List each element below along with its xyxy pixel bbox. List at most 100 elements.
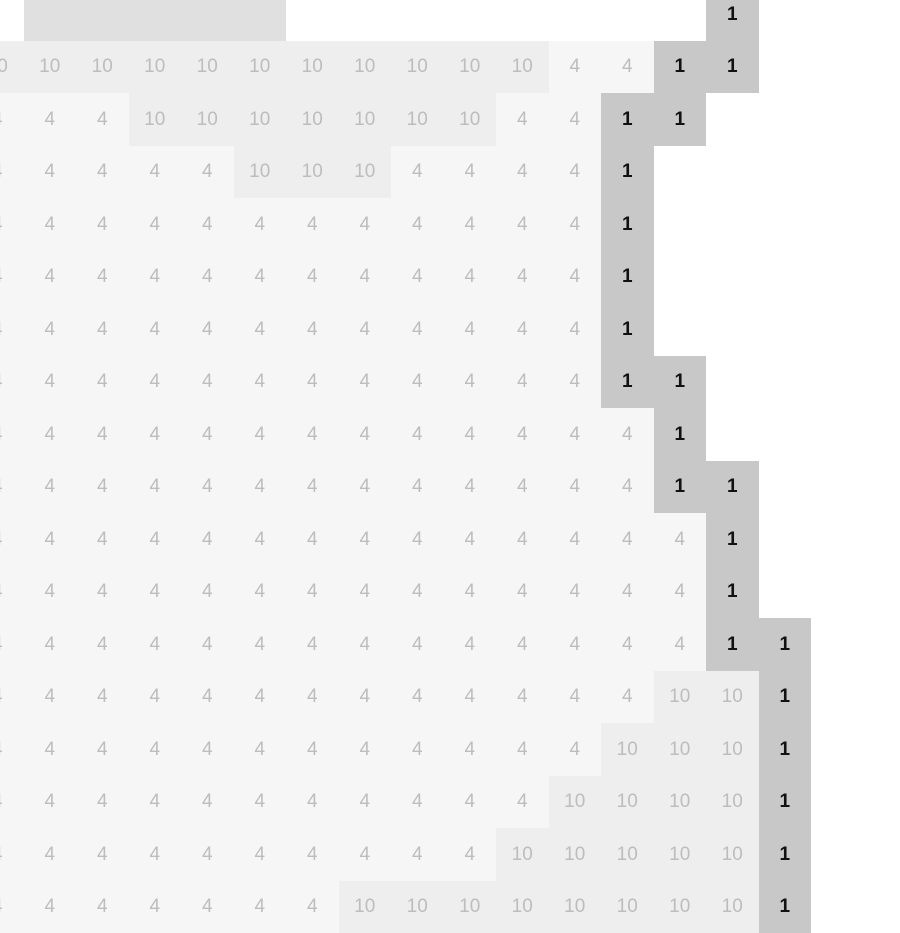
grid-cell: 10 bbox=[444, 41, 497, 94]
grid-cell: 4 bbox=[286, 356, 339, 409]
grid-cell: 4 bbox=[444, 828, 497, 881]
grid-cell: 4 bbox=[129, 513, 182, 566]
grid-cell: 4 bbox=[339, 828, 392, 881]
grid-cell: 4 bbox=[549, 93, 602, 146]
grid-cell: 4 bbox=[496, 671, 549, 724]
grid-cell: 4 bbox=[234, 303, 287, 356]
grid-cell: 1 bbox=[706, 513, 759, 566]
grid-cell: 4 bbox=[0, 671, 24, 724]
grid-cell: 4 bbox=[391, 146, 444, 199]
grid-cell: 4 bbox=[129, 671, 182, 724]
grid-cell: 4 bbox=[129, 303, 182, 356]
grid-cell: 10 bbox=[391, 881, 444, 933]
grid-cell: 10 bbox=[654, 723, 707, 776]
grid-cell: 4 bbox=[286, 198, 339, 251]
grid-cell: 10 bbox=[129, 93, 182, 146]
grid-cell: 1 bbox=[759, 723, 812, 776]
grid-cell: 4 bbox=[24, 881, 77, 933]
grid-cell: 4 bbox=[234, 671, 287, 724]
grid-cell: 1 bbox=[601, 251, 654, 304]
grid-cell: 4 bbox=[234, 618, 287, 671]
grid-cell: 4 bbox=[181, 671, 234, 724]
grid-cell: 4 bbox=[444, 198, 497, 251]
grid-cell: 4 bbox=[601, 618, 654, 671]
grid-cell: 4 bbox=[76, 251, 129, 304]
grid-cell: 4 bbox=[339, 776, 392, 829]
grid-cell: 4 bbox=[76, 776, 129, 829]
grid-cell: 10 bbox=[181, 41, 234, 94]
grid-cell: 4 bbox=[234, 723, 287, 776]
grid-cell: 4 bbox=[286, 881, 339, 933]
grid-cell: 4 bbox=[76, 356, 129, 409]
grid-cell: 4 bbox=[496, 513, 549, 566]
grid-cell: 4 bbox=[286, 303, 339, 356]
grid-cell: 4 bbox=[24, 723, 77, 776]
grid-cell: 4 bbox=[0, 303, 24, 356]
grid-cell: 4 bbox=[0, 461, 24, 514]
grid-cell: 4 bbox=[549, 251, 602, 304]
grid-cell: 4 bbox=[444, 408, 497, 461]
grid-cell: 4 bbox=[496, 461, 549, 514]
grid-cell: 4 bbox=[181, 723, 234, 776]
grid-cell: 4 bbox=[496, 723, 549, 776]
grid-cell: 4 bbox=[339, 303, 392, 356]
grid-cell: 4 bbox=[181, 356, 234, 409]
grid-cell: 4 bbox=[444, 671, 497, 724]
grid-cell: 4 bbox=[549, 408, 602, 461]
grid-cell: 4 bbox=[234, 776, 287, 829]
grid-cell: 4 bbox=[286, 513, 339, 566]
grid-cell: 10 bbox=[181, 93, 234, 146]
grid-cell: 1 bbox=[654, 408, 707, 461]
grid-cell: 4 bbox=[391, 303, 444, 356]
grid-cell: 4 bbox=[129, 776, 182, 829]
grid-cell: 4 bbox=[391, 198, 444, 251]
grid-cell: 4 bbox=[76, 828, 129, 881]
grid-cell: 4 bbox=[549, 356, 602, 409]
grid-cell: 10 bbox=[549, 881, 602, 933]
grid-cell: 4 bbox=[549, 198, 602, 251]
grid-cell: 4 bbox=[601, 408, 654, 461]
grid-cell: 10 bbox=[654, 881, 707, 933]
grid-cell: 4 bbox=[234, 251, 287, 304]
grid-cell: 10 bbox=[339, 146, 392, 199]
grid-cell: 4 bbox=[496, 303, 549, 356]
grid-cell: 4 bbox=[286, 618, 339, 671]
grid-cell: 4 bbox=[24, 776, 77, 829]
grid-cell: 10 bbox=[706, 723, 759, 776]
grid-cell: 4 bbox=[496, 93, 549, 146]
grid-cell: 4 bbox=[391, 566, 444, 619]
grid-cell: 4 bbox=[76, 93, 129, 146]
grid-cell: 4 bbox=[391, 828, 444, 881]
grid-cell: 4 bbox=[549, 566, 602, 619]
grid-cell: 4 bbox=[24, 408, 77, 461]
grid-cell: 4 bbox=[181, 776, 234, 829]
grid-cell: 4 bbox=[654, 566, 707, 619]
grid-cell: 10 bbox=[76, 41, 129, 94]
grid-cell: 10 bbox=[654, 671, 707, 724]
grid-cell: 4 bbox=[24, 146, 77, 199]
grid-cell: 4 bbox=[129, 828, 182, 881]
grid-cell: 1 bbox=[601, 356, 654, 409]
grid-cell: 4 bbox=[654, 618, 707, 671]
grid-cell: 4 bbox=[549, 671, 602, 724]
grid-cell: 10 bbox=[286, 146, 339, 199]
grid-cell: 4 bbox=[0, 566, 24, 619]
grid-cell: 10 bbox=[286, 41, 339, 94]
grid-cell: 4 bbox=[286, 251, 339, 304]
grid-cell: 4 bbox=[601, 566, 654, 619]
grid-cell: 4 bbox=[391, 461, 444, 514]
grid-cell: 4 bbox=[129, 251, 182, 304]
grid-cell: 10 bbox=[706, 776, 759, 829]
grid-cell: 4 bbox=[129, 356, 182, 409]
grid-cell: 4 bbox=[0, 198, 24, 251]
grid-cell: 10 bbox=[706, 828, 759, 881]
grid-cell: 4 bbox=[76, 461, 129, 514]
grid-cell: 4 bbox=[234, 356, 287, 409]
grid-cell: 4 bbox=[76, 881, 129, 933]
grid-cell: 4 bbox=[0, 93, 24, 146]
grid-cell: 4 bbox=[391, 618, 444, 671]
grid-cell: 4 bbox=[129, 618, 182, 671]
grid-cell: 4 bbox=[444, 776, 497, 829]
grid-cell: 4 bbox=[24, 93, 77, 146]
grid-cell: 4 bbox=[496, 566, 549, 619]
